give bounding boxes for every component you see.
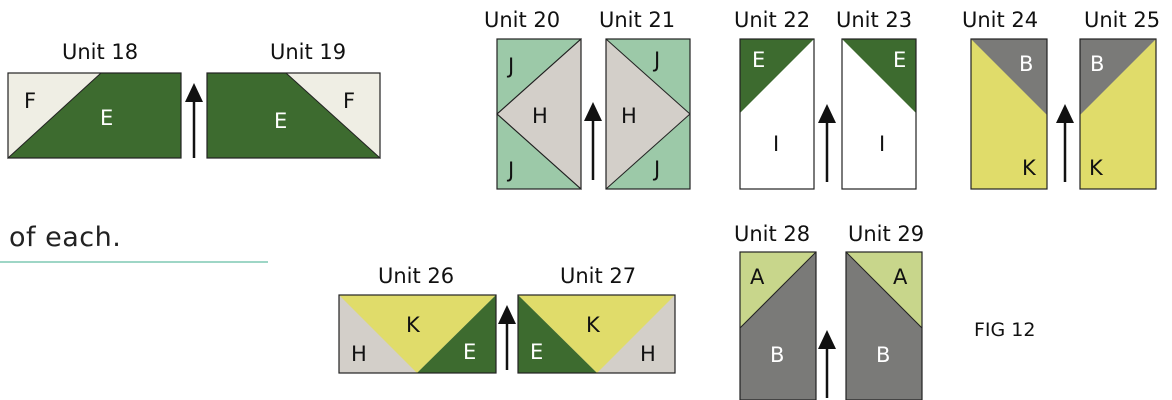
unit-29-patch-b: B xyxy=(876,343,890,367)
unit-23-label: Unit 23 xyxy=(836,8,912,32)
unit-26-patch-e: E xyxy=(463,340,476,364)
unit-27-patch-k: K xyxy=(586,313,601,337)
unit-22-block xyxy=(739,38,815,190)
orientation-arrow-22-23 xyxy=(818,104,836,182)
unit-25-patch-k: K xyxy=(1089,156,1104,180)
unit-28-patch-b: B xyxy=(770,343,784,367)
unit-19-patch-f: F xyxy=(343,89,355,113)
unit-21-patch-h: H xyxy=(621,104,637,128)
unit-28-patch-a: A xyxy=(750,265,765,289)
unit-21-block xyxy=(605,38,691,190)
unit-24-patch-k: K xyxy=(1022,156,1037,180)
unit-26-label: Unit 26 xyxy=(378,264,454,288)
unit-29-patch-a: A xyxy=(893,265,908,289)
unit-29-block xyxy=(845,251,923,400)
orientation-arrow-26-27 xyxy=(498,305,516,370)
orientation-arrow-18-19 xyxy=(185,83,203,158)
unit-18-label: Unit 18 xyxy=(62,40,138,64)
unit-18-block xyxy=(7,72,182,160)
unit-19-block xyxy=(206,72,381,160)
unit-23-patch-i: I xyxy=(879,132,885,156)
unit-20-label: Unit 20 xyxy=(484,8,560,32)
orientation-arrow-28-29 xyxy=(818,330,836,398)
unit-27-block xyxy=(517,294,676,374)
unit-21-label: Unit 21 xyxy=(599,8,675,32)
unit-23-block xyxy=(841,38,917,190)
unit-24-block xyxy=(970,38,1048,190)
unit-26-block xyxy=(338,294,497,374)
unit-25-block xyxy=(1079,38,1157,190)
unit-19-label: Unit 19 xyxy=(270,40,346,64)
unit-19-patch-e: E xyxy=(274,109,287,133)
unit-20-patch-j-top: J xyxy=(506,54,514,78)
unit-26-patch-h: H xyxy=(351,342,367,366)
unit-27-patch-h: H xyxy=(640,342,656,366)
figure-label: FIG 12 xyxy=(974,319,1035,341)
unit-28-label: Unit 28 xyxy=(734,222,810,246)
unit-27-patch-e: E xyxy=(530,340,543,364)
unit-29-label: Unit 29 xyxy=(848,222,924,246)
unit-18-patch-e: E xyxy=(100,106,113,130)
unit-24-label: Unit 24 xyxy=(962,8,1038,32)
unit-22-label: Unit 22 xyxy=(734,8,810,32)
unit-24-patch-b: B xyxy=(1019,52,1033,76)
unit-20-patch-h: H xyxy=(532,104,548,128)
unit-20-block xyxy=(496,37,582,191)
caption-text: of each. xyxy=(9,222,122,253)
unit-20-patch-j-bottom: J xyxy=(506,158,514,182)
unit-23-patch-e: E xyxy=(893,48,906,72)
unit-25-patch-b: B xyxy=(1090,52,1104,76)
orientation-arrow-24-25 xyxy=(1056,104,1074,182)
unit-18-patch-f: F xyxy=(24,89,36,113)
unit-21-patch-j-bottom: J xyxy=(652,157,660,181)
unit-25-label: Unit 25 xyxy=(1084,8,1160,32)
unit-27-label: Unit 27 xyxy=(560,264,636,288)
unit-22-patch-e: E xyxy=(752,48,765,72)
unit-26-patch-k: K xyxy=(406,313,421,337)
unit-21-patch-j-top: J xyxy=(652,48,660,72)
unit-22-patch-i: I xyxy=(773,132,779,156)
unit-28-block xyxy=(739,251,817,400)
orientation-arrow-20-21 xyxy=(584,102,602,180)
